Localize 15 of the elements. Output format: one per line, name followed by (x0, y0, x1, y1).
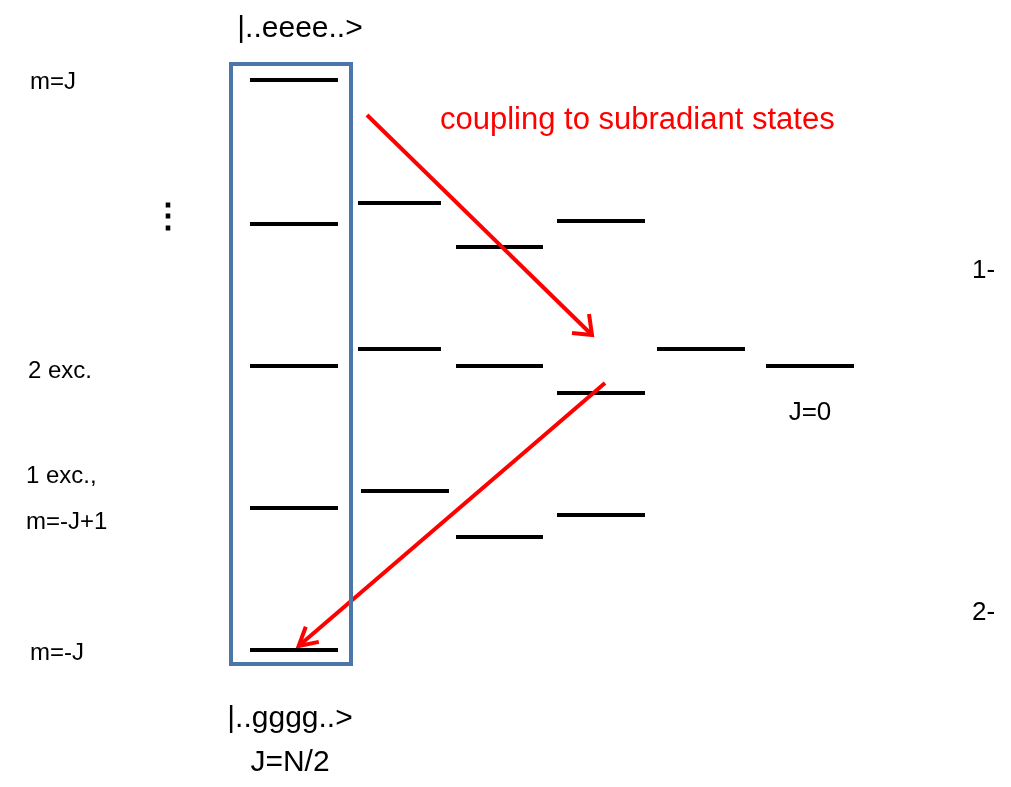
quantum-number-label: J=N/2 (249, 743, 331, 779)
quantum-number-label: J=0 (787, 395, 833, 428)
level-label: 2 exc. (28, 355, 94, 385)
level-label: 1 exc., m=-J+1 (26, 460, 109, 536)
arrow (296, 381, 607, 648)
state-column-box (229, 62, 353, 666)
ket-label: |..eeee..> (236, 9, 364, 45)
level-label: m=-J (30, 637, 85, 667)
ellipsis-label: ⋮ (150, 195, 186, 236)
level-label: 2- (972, 595, 997, 628)
energy-level (250, 648, 338, 652)
ket-label: |..gggg..> (226, 699, 354, 735)
level-label: m=J (30, 66, 77, 96)
level-label: 1- (972, 253, 997, 286)
annotation-text: coupling to subradiant states (440, 100, 836, 138)
